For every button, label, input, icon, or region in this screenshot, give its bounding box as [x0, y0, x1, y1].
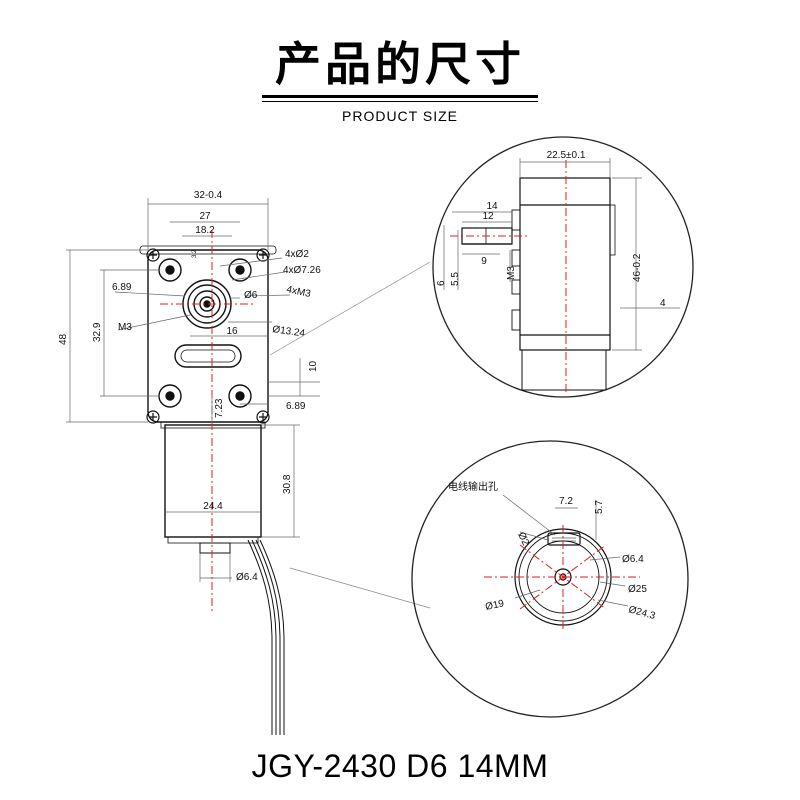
model-name: JGY-2430 D6 14MM [251, 748, 549, 784]
dim-hole-span: 27 [199, 211, 211, 222]
rear-dim-72: 7.2 [559, 496, 573, 507]
motor-can [164, 424, 262, 538]
rear-dim-d2: Ø2 [515, 531, 531, 548]
side-dim-9: 9 [481, 256, 487, 267]
side-gearbox [519, 177, 611, 351]
dim-10: 10 [308, 360, 319, 372]
rear-view-detail: 电线输出孔 7.2 5.7 Ø2 Ø6.4 Ø25 Ø19 Ø24.3 [411, 440, 689, 718]
output-boss [182, 279, 232, 329]
page-subtitle: PRODUCT SIZE [342, 108, 458, 124]
side-dim-m3: M3 [506, 266, 517, 280]
side-dim-4: 4 [660, 298, 666, 309]
dim-offset-689-top: 6.89 [112, 282, 132, 293]
rear-dim-d64: Ø6.4 [622, 554, 644, 565]
dim-shaft-end: Ø6.4 [236, 572, 258, 583]
side-dim-55: 5.5 [450, 272, 461, 286]
rear-dim-57: 5.7 [594, 500, 605, 514]
side-dim-width: 22.5±0.1 [547, 150, 586, 161]
dim-m3: M3 [118, 322, 132, 333]
dim-slot-16: 16 [226, 326, 238, 337]
slot [174, 344, 242, 368]
dim-shaft-d6: Ø6 [244, 290, 258, 301]
title-underline-thin [262, 101, 538, 102]
detail-leaders [269, 261, 431, 609]
dim-offset-689-bottom: 6.89 [286, 401, 306, 412]
dim-723: 7.23 [214, 398, 225, 418]
side-view-detail: 22.5±0.1 14 12 9 6 5.5 M3 46-0.2 4 [432, 136, 694, 398]
dim-height-48: 48 [58, 333, 69, 345]
dim-hole-d726: 4xØ7.26 [283, 265, 321, 276]
wire-outlet [547, 532, 581, 546]
dim-small-offset: 3.2 [192, 249, 198, 258]
rear-dim-d243: Ø24.3 [627, 604, 657, 622]
rear-outlet-label: 电线输出孔 [448, 480, 498, 493]
screw-icon [146, 248, 270, 424]
rear-dim-d25: Ø25 [628, 584, 647, 595]
side-dim-14: 14 [486, 201, 498, 212]
side-dim-12: 12 [482, 211, 494, 222]
dim-hole-d2: 4xØ2 [285, 249, 309, 260]
side-dim-height: 46-0.2 [632, 253, 643, 282]
dim-motor-length: 30.8 [282, 474, 293, 494]
title-underline [262, 95, 538, 98]
dim-motor-dia: 24.4 [203, 501, 223, 512]
dim-boss-d1324: Ø13.24 [272, 324, 306, 340]
dimension-lines-front [66, 198, 320, 582]
page-title: 产品的尺寸 [275, 37, 525, 91]
dim-overall-width: 32-0.4 [194, 190, 223, 201]
rear-dim-d19: Ø19 [484, 598, 505, 613]
side-dim-6: 6 [436, 280, 447, 286]
centerlines-front [160, 230, 256, 612]
dim-thread-m3: 4xM3 [285, 284, 312, 300]
dim-hole-span-inner: 18.2 [195, 225, 215, 236]
dim-height-329: 32.9 [92, 322, 103, 342]
